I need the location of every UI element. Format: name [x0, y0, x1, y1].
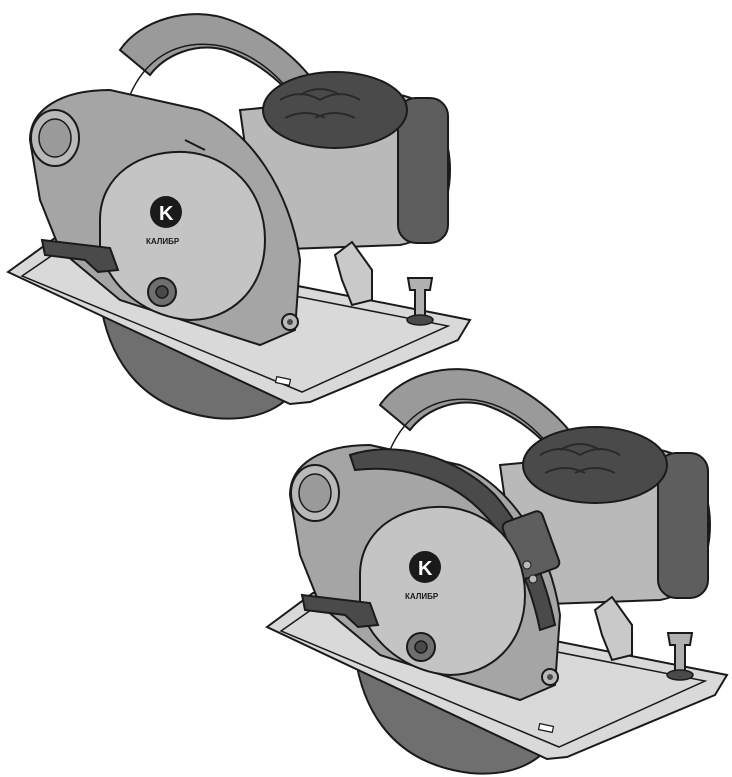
circular-saw-drawing: K КАЛИБР: [6, 13, 472, 420]
blade-cover-disc: [359, 505, 527, 677]
guard-lever: [300, 593, 380, 629]
circular-saw-drawing: K КАЛИБР: [265, 368, 729, 775]
front-grip-knob: [262, 71, 408, 149]
blade-cover-disc: [99, 150, 267, 322]
plate-notch: [537, 722, 555, 734]
brand-label: КАЛИБР: [146, 237, 180, 246]
guard-lever: [40, 238, 120, 274]
circular-saw-standard: K КАЛИБР: [0, 0, 475, 425]
plate-notch: [274, 375, 292, 387]
svg-text:K: K: [418, 558, 433, 580]
brand-logo-icon: [409, 551, 441, 583]
bevel-bracket: [333, 240, 373, 307]
bevel-bracket: [593, 595, 633, 662]
front-grip-knob: [522, 426, 668, 504]
circular-saw-laser: K КАЛИБР: [255, 355, 732, 777]
brand-label: КАЛИБР: [405, 592, 439, 601]
svg-text:K: K: [159, 203, 174, 225]
brand-logo-icon: [150, 196, 182, 228]
